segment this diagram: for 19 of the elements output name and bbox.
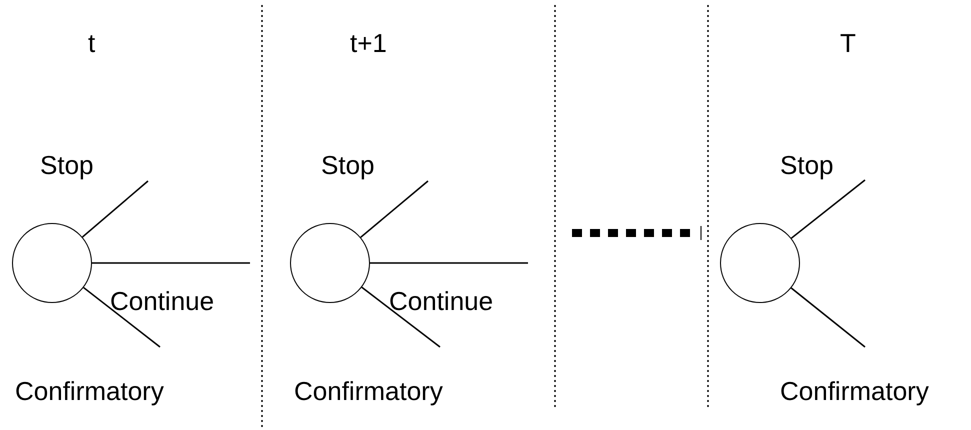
branch-line: [360, 180, 428, 238]
stage-label: t+1: [350, 28, 387, 58]
branch-line: [790, 287, 866, 348]
branch-label: Confirmatory: [780, 376, 929, 406]
branch-line: [790, 179, 866, 239]
stage-label: T: [840, 28, 856, 58]
branch-label: Continue: [389, 286, 494, 316]
branch-label: Confirmatory: [294, 376, 443, 406]
branch-line: [83, 286, 160, 348]
branch-line: [92, 262, 250, 264]
branch-label: Continue: [110, 286, 214, 316]
branch-label: Stop: [321, 150, 374, 180]
branch-label: Stop: [780, 150, 834, 180]
branch-label: Stop: [40, 150, 94, 180]
branch-line: [370, 262, 528, 264]
branch-label: Confirmatory: [15, 376, 164, 406]
stage-label: t: [88, 28, 96, 58]
branch-line: [361, 286, 440, 348]
branch-line: [82, 180, 148, 238]
